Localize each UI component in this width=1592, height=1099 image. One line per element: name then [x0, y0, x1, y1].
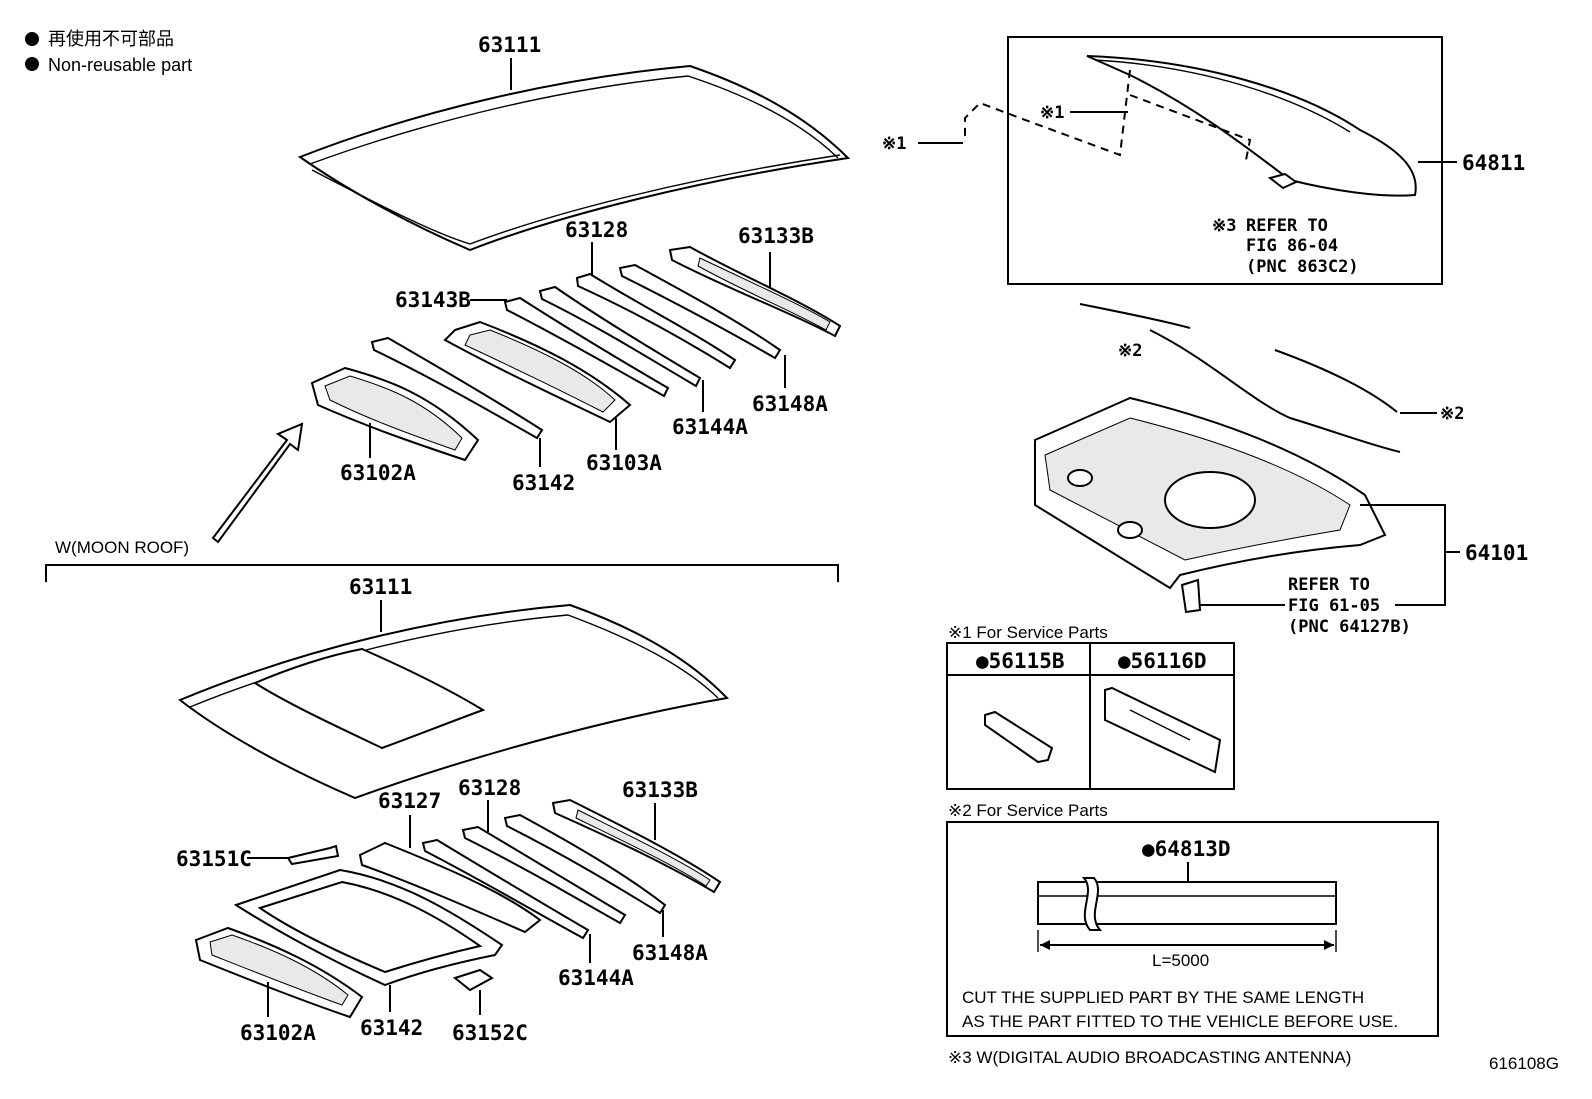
part-label-63128: 63128: [565, 218, 628, 242]
part-label-63102A: 63102A: [340, 461, 416, 485]
bow-63142: [370, 336, 544, 440]
bullet-icon: [25, 32, 39, 46]
mark1-inner: ※1: [1040, 103, 1064, 123]
service2-title: ※2 For Service Parts: [948, 801, 1108, 820]
service1-col1: ●56115B: [976, 649, 1065, 673]
weatherstrip-b: [1149, 329, 1401, 453]
upper-roof-group: 63111 63133B 63148A 63128 63144A 63143B …: [211, 33, 851, 544]
legend-japanese: 再使用不可部品: [48, 29, 174, 49]
service2-note-2: AS THE PART FITTED TO THE VEHICLE BEFORE…: [962, 1012, 1398, 1031]
service1-title: ※1 For Service Parts: [948, 623, 1108, 642]
part-label-63111-moon: 63111: [349, 575, 412, 599]
back-window-glass-64811: [1086, 55, 1417, 197]
part-label-63148A-moon: 63148A: [632, 941, 708, 965]
break-symbol: [1081, 877, 1103, 931]
refer-text-3: (PNC 863C2): [1246, 257, 1359, 277]
part-label-63102A-moon: 63102A: [240, 1021, 316, 1045]
weatherstrip-64813D-icon: [1037, 881, 1337, 925]
service2-frame: [946, 821, 1439, 1037]
legend-english: Non-reusable part: [48, 55, 192, 75]
moon-roof-label: W(MOON ROOF): [55, 538, 189, 557]
bow-63144A: [538, 285, 702, 388]
clip-56115B-icon: [984, 710, 1054, 764]
part-label-63127: 63127: [378, 789, 441, 813]
part-label-63151C: 63151C: [176, 847, 252, 871]
bow-63144A-moon: [421, 838, 590, 940]
tray-refer-2: FIG 61-05: [1288, 596, 1380, 616]
back-window-group: ※1 ※1 64811 ※3 REFER TO FIG 86-04 (PNC 8…: [882, 36, 1525, 285]
part-label-63111: 63111: [478, 33, 541, 57]
section-bracket: [45, 564, 839, 582]
part-label-63103A: 63103A: [586, 451, 662, 475]
roof-panel-shape: [297, 64, 851, 252]
bracket-line: [1360, 504, 1446, 606]
length-label: L=5000: [1152, 951, 1209, 970]
service-parts-2: ※2 For Service Parts ●64813D L=5000 CUT …: [946, 801, 1439, 1037]
service2-note-1: CUT THE SUPPLIED PART BY THE SAME LENGTH: [962, 988, 1364, 1007]
refer-text-2: FIG 86-04: [1246, 236, 1338, 256]
bow-63128: [575, 272, 737, 370]
weatherstrip-c: [1274, 349, 1398, 413]
tray-refer-3: (PNC 64127B): [1288, 617, 1411, 637]
part-label-63133B-moon: 63133B: [622, 778, 698, 802]
part-label-63144A-moon: 63144A: [558, 966, 634, 990]
refer-text-1: REFER TO: [1246, 216, 1328, 236]
bow-63148A: [618, 263, 782, 360]
bow-63128-moon: [461, 825, 627, 925]
sunroof-opening: [252, 647, 486, 750]
part-label-63133B: 63133B: [738, 224, 814, 248]
antenna-bracket: [1267, 172, 1298, 190]
part-label-63148A: 63148A: [752, 392, 828, 416]
panel-63127: [358, 841, 542, 934]
part-label-63144A: 63144A: [672, 415, 748, 439]
back-window-frame: [1007, 36, 1443, 285]
part-label-63143B: 63143B: [395, 288, 471, 312]
bow-63143B: [503, 296, 670, 398]
direction-arrow-icon: [211, 422, 304, 544]
part-label-63128-moon: 63128: [458, 776, 521, 800]
clip-56116D-icon: [1104, 686, 1222, 774]
package-tray-group: ※2 ※2 64101 REFER TO FIG 61-05 (PNC 6412…: [1034, 303, 1528, 637]
part-label-64101: 64101: [1465, 541, 1528, 565]
mark1-outer: ※1: [882, 134, 906, 154]
service1-col2: ●56116D: [1118, 649, 1207, 673]
part-label-63152C: 63152C: [452, 1021, 528, 1045]
footnote-3: ※3 W(DIGITAL AUDIO BROADCASTING ANTENNA): [948, 1048, 1351, 1067]
bracket-63151C: [286, 844, 340, 866]
part-label-64811: 64811: [1462, 151, 1525, 175]
service-parts-1: ※1 For Service Parts ●56115B ●56116D: [946, 623, 1235, 790]
tray-refer-1: REFER TO: [1288, 575, 1370, 595]
mark2-b: ※2: [1440, 404, 1464, 424]
figure-id: 616108G: [1489, 1054, 1559, 1073]
bracket-63152C: [452, 968, 494, 992]
service2-part: ●64813D: [1142, 837, 1231, 861]
refer-mark3: ※3: [1212, 216, 1236, 236]
weatherstrip-a: [1079, 303, 1191, 329]
tray-bracket: [1180, 578, 1202, 614]
bullet-icon: [25, 57, 39, 71]
part-label-63142: 63142: [512, 471, 575, 495]
speaker-hole: [1164, 471, 1256, 529]
legend: 再使用不可部品 Non-reusable part: [25, 29, 192, 75]
part-label-63142-moon: 63142: [360, 1016, 423, 1040]
mark2-a: ※2: [1118, 341, 1142, 361]
moon-roof-group: W(MOON ROOF) 63111 63133B 63148A 63128 6…: [45, 538, 839, 1045]
bow-63148A-moon: [503, 813, 667, 915]
